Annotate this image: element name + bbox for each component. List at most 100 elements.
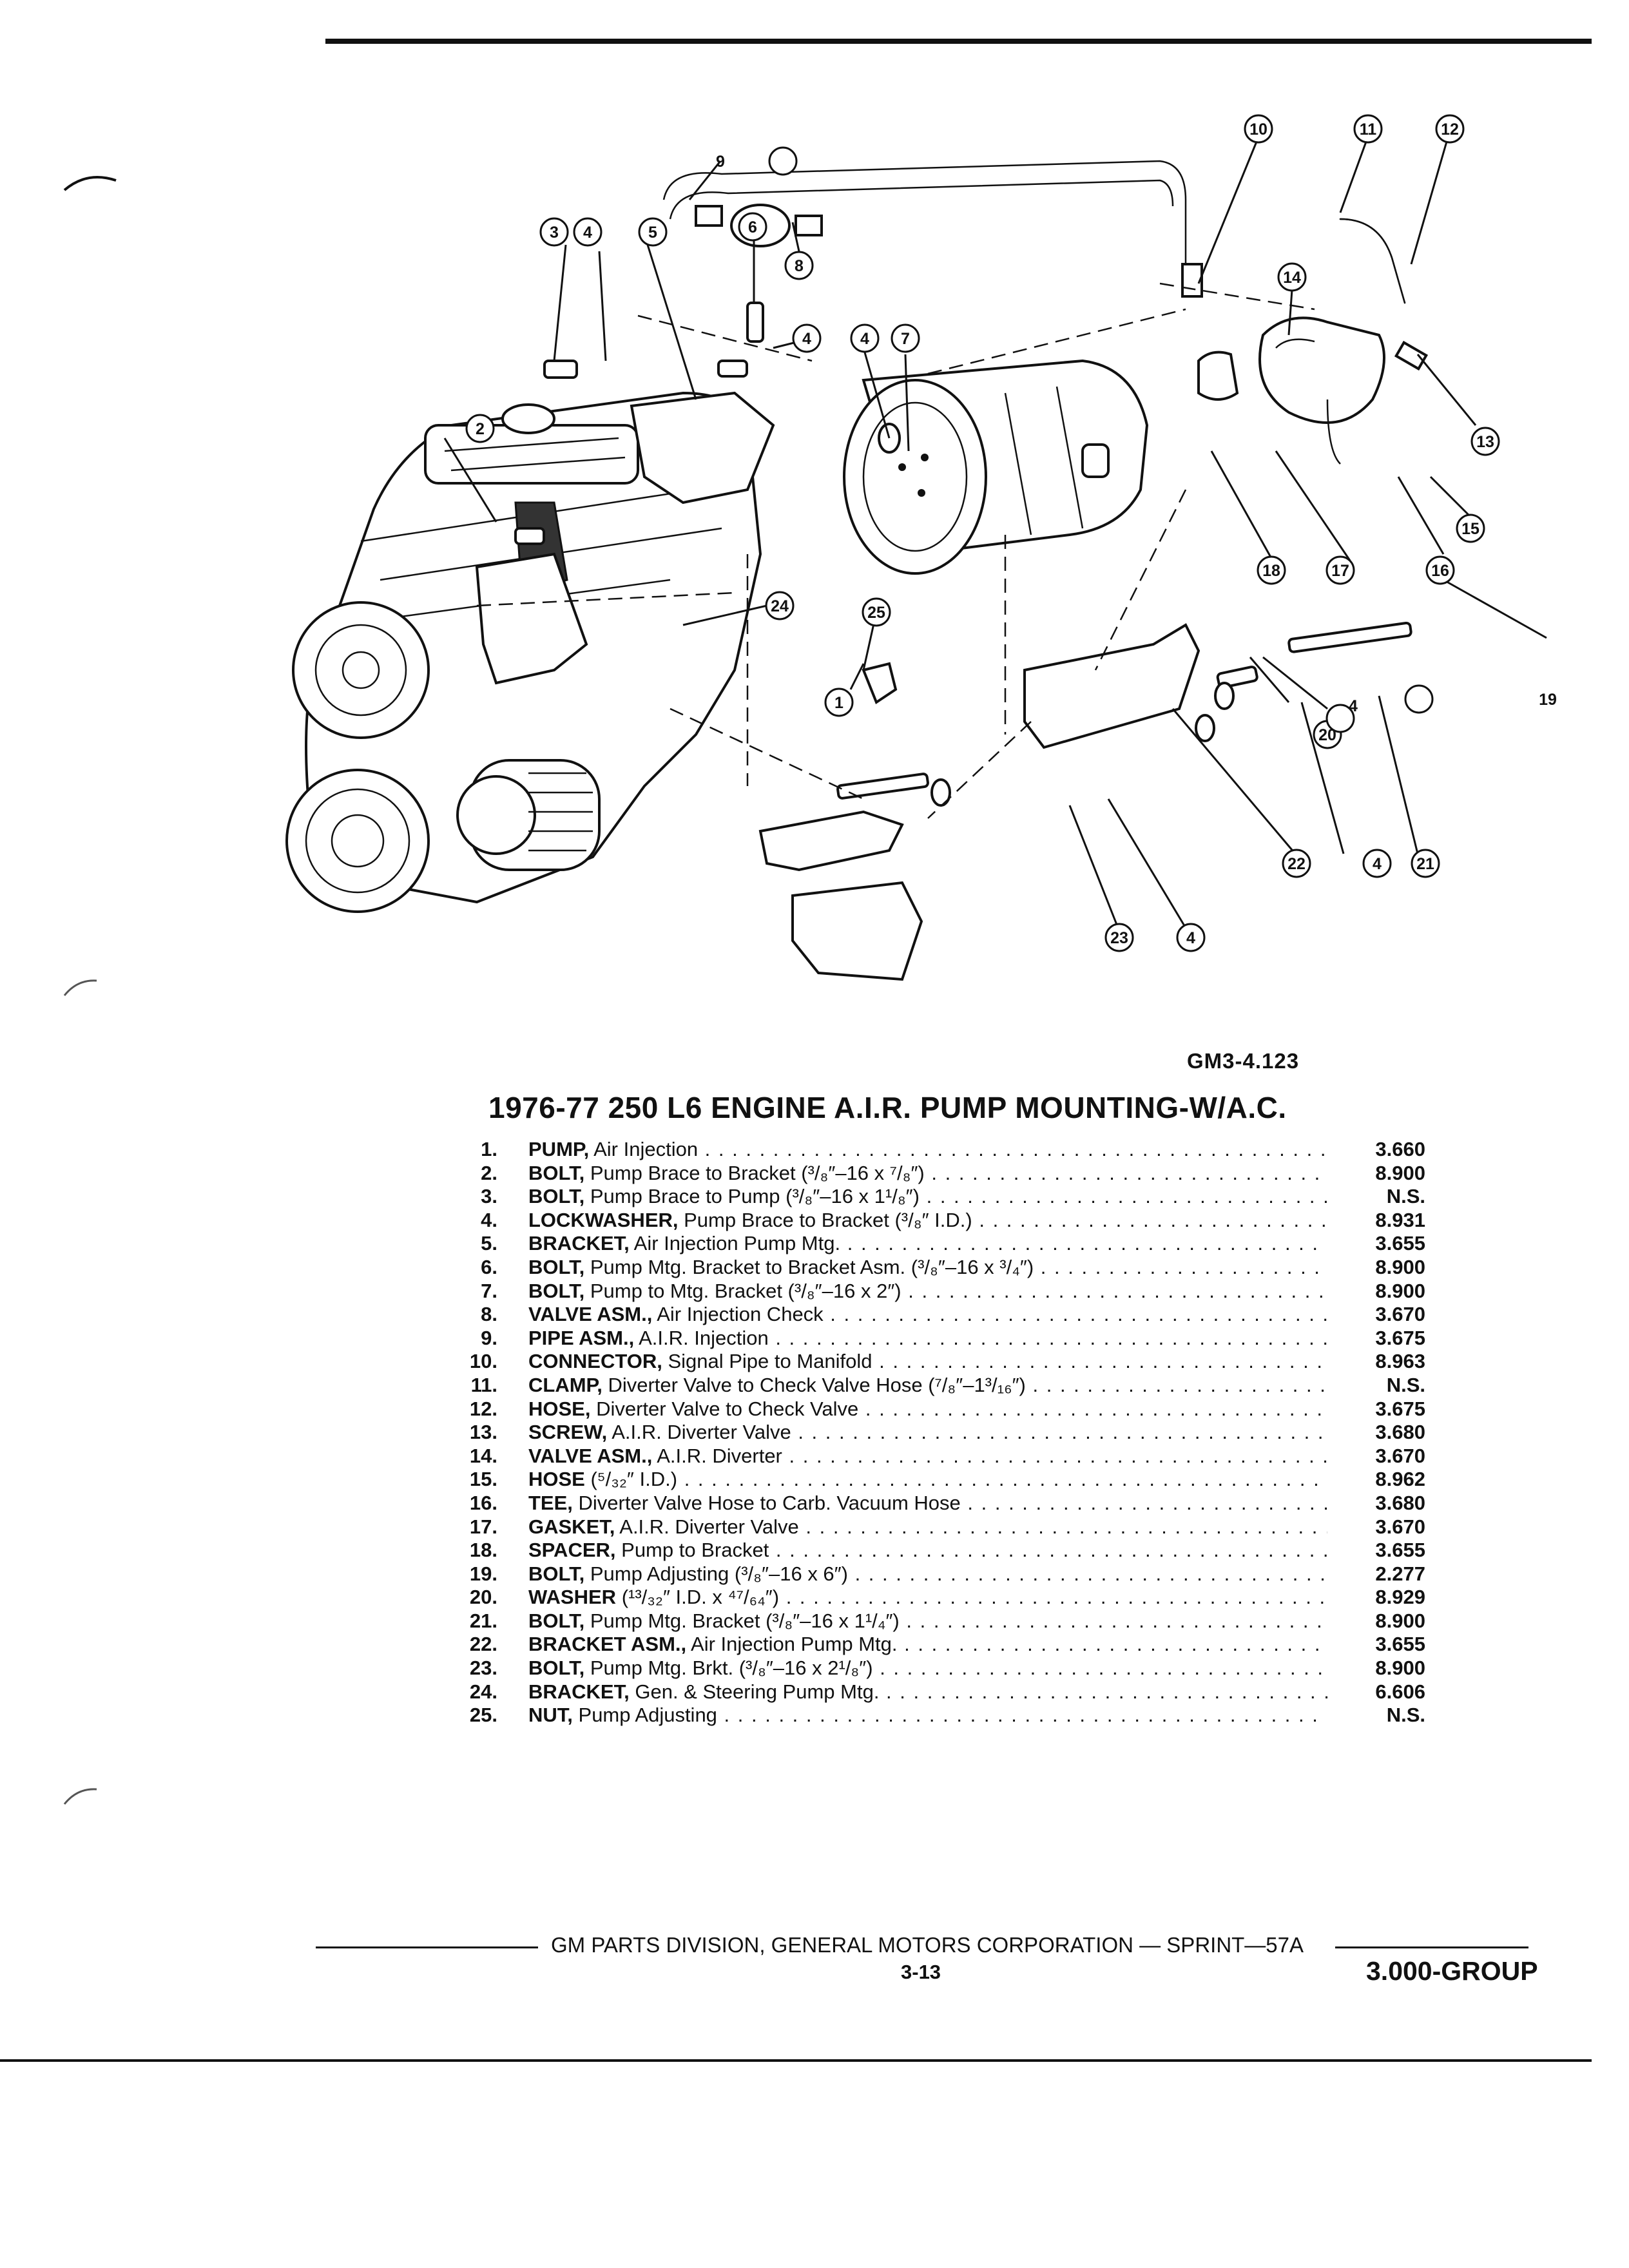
callout-4c: 4 (850, 323, 880, 353)
item-detail: Pump to Mtg. Bracket (³/₈″–16 x 2″) (590, 1279, 901, 1302)
item-group-number: 8.962 (1375, 1468, 1425, 1491)
item-description: BOLT, Pump Mtg. Bracket (³/₈″–16 x 1¹/₄″… (528, 1610, 1327, 1633)
item-number: 5. (481, 1232, 497, 1255)
alignment-lines (476, 282, 1315, 819)
item-name: CLAMP, (528, 1373, 602, 1396)
callout-1: 1 (824, 687, 854, 717)
callout-4f: 4 (1176, 923, 1206, 952)
parts-list-row: 20.WASHER (¹³/₃₂″ I.D. x ⁴⁷/₆₄″)8.929 (451, 1586, 1425, 1610)
parts-list-row: 13.SCREW, A.I.R. Diverter Valve3.680 (451, 1421, 1425, 1445)
svg-text:4: 4 (860, 330, 869, 348)
item-detail: Gen. & Steering Pump Mtg. (635, 1680, 880, 1703)
item-number: 11. (470, 1373, 497, 1396)
item-detail: Diverter Valve to Check Valve (596, 1397, 859, 1420)
item-description: CLAMP, Diverter Valve to Check Valve Hos… (528, 1374, 1327, 1397)
item-number: 21. (469, 1609, 497, 1632)
svg-text:21: 21 (1416, 855, 1434, 873)
item-number: 20. (469, 1586, 497, 1609)
item-number: 7. (481, 1279, 497, 1302)
item-description: PUMP, Air Injection (528, 1138, 1327, 1161)
item-number: 14. (469, 1444, 497, 1467)
item-detail: (¹³/₃₂″ I.D. x ⁴⁷/₆₄″) (621, 1586, 780, 1609)
svg-text:3: 3 (550, 224, 559, 242)
callout-6: 6 (738, 212, 767, 242)
item-group-number: 2.277 (1375, 1562, 1425, 1585)
figure-code: GM3-4.123 (1187, 1049, 1300, 1073)
svg-text:18: 18 (1262, 562, 1280, 580)
item-name: BOLT, (528, 1161, 585, 1184)
item-number: 13. (469, 1421, 497, 1444)
parts-list-row: 1.PUMP, Air Injection3.660 (451, 1138, 1425, 1162)
item-number: 17. (469, 1515, 497, 1538)
item-detail: A.I.R. Injection (639, 1326, 769, 1349)
callout-23: 23 (1104, 923, 1134, 952)
scan-mark-3 (63, 1788, 97, 1805)
svg-text:2: 2 (476, 420, 485, 438)
item-name: SPACER, (528, 1539, 616, 1562)
item-name: PIPE ASM., (528, 1326, 635, 1349)
callout-3: 3 (539, 217, 569, 247)
item-number: 6. (481, 1255, 497, 1278)
item-group-number: 3.680 (1375, 1491, 1425, 1514)
item-number: 2. (481, 1161, 497, 1184)
svg-text:1: 1 (834, 694, 843, 712)
svg-text:16: 16 (1431, 562, 1449, 580)
parts-list-row: 5.BRACKET, Air Injection Pump Mtg.3.655 (451, 1232, 1425, 1256)
callout-8: 8 (784, 251, 814, 280)
item-description: BOLT, Pump Brace to Bracket (³/₈″–16 x ⁷… (528, 1162, 1327, 1185)
item-description: LOCKWASHER, Pump Brace to Bracket (³/₈″ … (528, 1209, 1327, 1232)
item-group-number: 6.606 (1375, 1680, 1425, 1703)
svg-text:10: 10 (1249, 120, 1268, 139)
item-detail: Pump Brace to Bracket (³/₈″ I.D.) (684, 1208, 972, 1231)
callout-16: 16 (1425, 555, 1455, 585)
item-group-number: 3.670 (1375, 1444, 1425, 1467)
callout-18: 18 (1257, 555, 1286, 585)
item-detail: Pump Mtg. Bracket to Bracket Asm. (³/₈″–… (590, 1255, 1034, 1278)
item-detail: Pump Mtg. Brkt. (³/₈″–16 x 2¹/₈″) (590, 1657, 873, 1680)
item-name: VALVE ASM., (528, 1303, 653, 1326)
item-description: HOSE, Diverter Valve to Check Valve (528, 1398, 1327, 1421)
item-detail: Diverter Valve to Check Valve Hose (⁷/₈″… (608, 1373, 1026, 1396)
item-name: PUMP, (528, 1138, 590, 1160)
footer-group-label: 3.000-GROUP (1366, 1956, 1538, 1986)
item-detail: Air Injection Check (657, 1303, 824, 1326)
lower-shield (791, 881, 923, 981)
item-group-number: N.S. (1386, 1704, 1425, 1727)
footer-page-number: 3-13 (901, 1961, 941, 1983)
item-group-number: 3.660 (1375, 1138, 1425, 1160)
parts-list-row: 3.BOLT, Pump Brace to Pump (³/₈″–16 x 1¹… (451, 1185, 1425, 1209)
item-group-number: 8.900 (1375, 1609, 1425, 1632)
item-number: 18. (469, 1539, 497, 1562)
parts-list-row: 6. BOLT, Pump Mtg. Bracket to Bracket Asm… (451, 1256, 1425, 1280)
parts-list-row: 19.BOLT, Pump Adjusting (³/₈″–16 x 6″)2.… (451, 1562, 1425, 1586)
svg-text:4: 4 (1186, 929, 1195, 947)
diverter-valve-assembly (1197, 218, 1429, 465)
item-detail: A.I.R. Diverter (657, 1444, 782, 1467)
item-group-number: N.S. (1386, 1373, 1425, 1396)
item-group-number: 8.963 (1375, 1350, 1425, 1373)
item-description: HOSE (⁵/₃₂″ I.D.) (528, 1468, 1327, 1491)
item-description: CONNECTOR, Signal Pipe to Manifold (528, 1350, 1327, 1373)
item-detail: Pump Adjusting (³/₈″–16 x 6″) (590, 1562, 848, 1585)
item-name: HOSE (528, 1468, 585, 1491)
parts-list-row: 17.GASKET, A.I.R. Diverter Valve3.670 (451, 1515, 1425, 1539)
fasteners (514, 302, 1412, 807)
item-number: 4. (481, 1208, 497, 1231)
item-group-number: 3.655 (1375, 1633, 1425, 1656)
svg-text:7: 7 (901, 330, 910, 348)
item-group-number: N.S. (1386, 1185, 1425, 1208)
item-number: 23. (469, 1657, 497, 1680)
callout-19: 19 (1404, 684, 1557, 714)
item-number: 9. (481, 1326, 497, 1349)
svg-text:4: 4 (1373, 855, 1382, 873)
parts-list-row: 9.PIPE ASM., A.I.R. Injection3.675 (451, 1327, 1425, 1350)
item-detail: Pump Brace to Bracket (³/₈″–16 x ⁷/₈″) (590, 1161, 925, 1184)
item-name: BOLT, (528, 1255, 585, 1278)
parts-list-row: 18.SPACER, Pump to Bracket3.655 (451, 1539, 1425, 1562)
callout-13: 13 (1470, 427, 1500, 456)
parts-list-row: 23.BOLT, Pump Mtg. Brkt. (³/₈″–16 x 2¹/₈… (451, 1657, 1425, 1680)
item-number: 15. (469, 1468, 497, 1491)
svg-text:15: 15 (1461, 520, 1480, 538)
exploded-parts-diagram: 1 2 3 4 5 6 4 4 7 8 9 10 11 12 13 14 15 … (285, 114, 1557, 981)
parts-list-title: 1976-77 250 L6 ENGINE A.I.R. PUMP MOUNTI… (488, 1091, 1287, 1124)
